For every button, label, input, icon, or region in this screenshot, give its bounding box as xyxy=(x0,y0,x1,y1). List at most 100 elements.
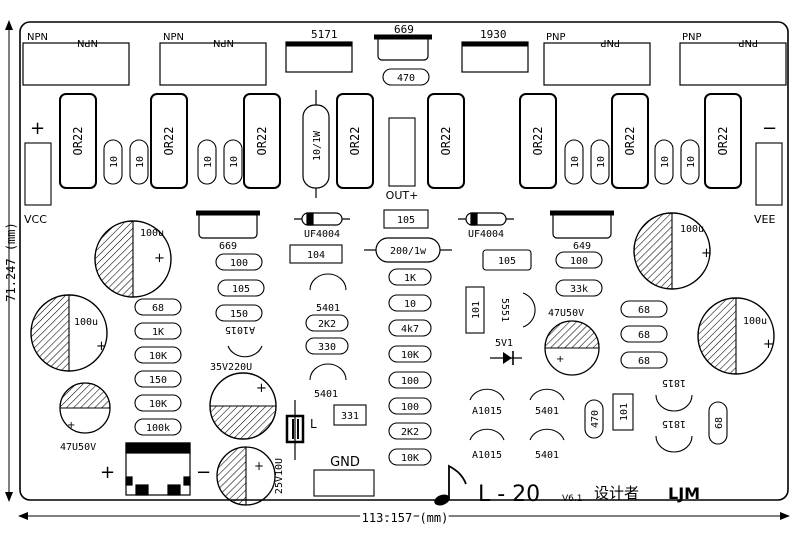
r105b-label: 105 xyxy=(498,256,516,267)
or22-label-8: OR22 xyxy=(716,127,730,156)
vcc-connector xyxy=(24,142,52,206)
t669-label: 669 xyxy=(219,241,237,252)
center-col-r7: 2K2 xyxy=(401,427,419,438)
right-68-label-2: 68 xyxy=(638,330,650,341)
r10-label-6: 10 xyxy=(596,156,607,168)
cap-100u-right-mid xyxy=(697,297,775,375)
s5401-b1-outline xyxy=(529,388,565,401)
zener-diode xyxy=(490,351,522,365)
footer-version: V6.1 xyxy=(562,494,582,504)
a1015-b1-outline xyxy=(469,388,505,401)
vee-label: VEE xyxy=(754,213,775,226)
r10-label-3: 10 xyxy=(203,156,214,168)
vcc-label: VCC xyxy=(24,213,47,226)
or22-label-6: OR22 xyxy=(531,127,545,156)
cap-100u-label-4: 100u xyxy=(743,316,767,327)
out-label: OUT+ xyxy=(386,189,419,202)
s5401a-outline xyxy=(309,273,347,291)
s1815a-outline xyxy=(655,394,693,412)
r200-label: 200/1w xyxy=(390,246,427,257)
s5401a-label: 5401 xyxy=(316,303,340,314)
driver-right-label: 1930 xyxy=(480,28,507,41)
r101b-label: 101 xyxy=(619,403,630,421)
left-col-r1: 68 xyxy=(152,303,164,314)
transistor-npn-outlines xyxy=(22,42,787,86)
pnp-label-1: PNP xyxy=(546,32,566,43)
cap-47u-left xyxy=(59,382,111,434)
s1815b-outline xyxy=(655,435,693,453)
r104-label: 104 xyxy=(307,250,325,261)
center-col-r1: 1K xyxy=(404,273,416,284)
cap-25v10u xyxy=(216,446,276,506)
dimension-height-label: 71.247 (mm) xyxy=(4,222,18,301)
power-minus-symbol: − xyxy=(196,462,211,483)
cap-plus-4: + xyxy=(763,337,774,352)
r101a-label: 101 xyxy=(471,301,482,319)
r105a-outline xyxy=(383,209,429,229)
right-68-outlines xyxy=(620,300,668,369)
r68b-label: 68 xyxy=(714,417,725,429)
s5401-b2-outline xyxy=(529,428,565,441)
left-col-r5: 10K xyxy=(149,399,167,410)
npn-label-2b: NPN xyxy=(213,37,234,48)
or22-label-7: OR22 xyxy=(623,127,637,156)
inductor-label: L xyxy=(310,417,317,431)
cap-47u-left-label: 47U50V xyxy=(60,442,96,453)
s1815a-label: 1815 xyxy=(662,377,686,388)
dimension-vertical xyxy=(5,20,13,502)
r331-label: 331 xyxy=(341,411,359,422)
pnp-label-2b: PNP xyxy=(738,37,758,48)
a1015-left-label: A1015 xyxy=(225,324,255,335)
r68b-outline xyxy=(708,401,728,445)
r10-label-2: 10 xyxy=(135,156,146,168)
center-top-label: 669 xyxy=(394,23,414,36)
cap-100u-label-1: 100u xyxy=(140,228,164,239)
gnd-connector xyxy=(313,469,375,497)
cap-plus-2: + xyxy=(96,339,107,354)
footer-author: LJM xyxy=(668,484,700,503)
left-col-r2: 1K xyxy=(152,327,164,338)
uf-left-label: UF4004 xyxy=(304,229,340,240)
driver-left-label: 5171 xyxy=(311,28,338,41)
left-col-r3: 10K xyxy=(149,351,167,362)
cap-100u-right-top xyxy=(633,212,711,290)
r330-label: 330 xyxy=(318,342,336,353)
r104-outline xyxy=(289,244,343,264)
left-col-r6: 100k xyxy=(146,423,170,434)
s5401b-outline xyxy=(309,363,347,381)
a1015-left-outline xyxy=(227,345,263,358)
cap-plus-3: + xyxy=(701,246,712,261)
r10w-outline xyxy=(302,90,330,198)
music-note-logo xyxy=(434,464,467,506)
plus-symbol-top: + xyxy=(30,118,45,139)
cap-25v-label: 25V10U xyxy=(274,458,285,494)
cap-47u-right-label: 47U50V xyxy=(548,308,584,319)
cap-plus-1: + xyxy=(154,251,165,266)
cap-47u-right xyxy=(544,320,600,376)
center-col-r5: 100 xyxy=(401,376,419,387)
cap-plus-25v: + xyxy=(254,459,264,473)
zener-label: 5V1 xyxy=(495,338,513,349)
s1815b-label: 1815 xyxy=(662,418,686,429)
r101b-outline xyxy=(612,393,634,431)
power-input-connector xyxy=(125,442,191,496)
cap-plus-47r: + xyxy=(556,354,564,365)
power-plus-symbol: + xyxy=(100,462,115,483)
cap-100u-label-3: 100u xyxy=(680,224,704,235)
inductor xyxy=(285,400,305,460)
r331-outline xyxy=(333,404,367,426)
right-68-label-3: 68 xyxy=(638,356,650,367)
or22-label-2: OR22 xyxy=(162,127,176,156)
footer-title: L - 20 xyxy=(478,482,540,507)
uf-right-label: UF4004 xyxy=(468,229,504,240)
center-col-r6: 100 xyxy=(401,402,419,413)
r2k2-outline xyxy=(305,314,349,332)
r470-label: 470 xyxy=(397,73,415,84)
r470b-outline xyxy=(584,399,604,439)
r330-outline xyxy=(305,337,349,355)
right-r33k-outline xyxy=(555,279,603,297)
center-col-r8: 10K xyxy=(401,453,419,464)
npn-label-1b: NPN xyxy=(77,37,98,48)
right-r33k-label: 33k xyxy=(570,284,588,295)
right-r100-label: 100 xyxy=(570,256,588,267)
